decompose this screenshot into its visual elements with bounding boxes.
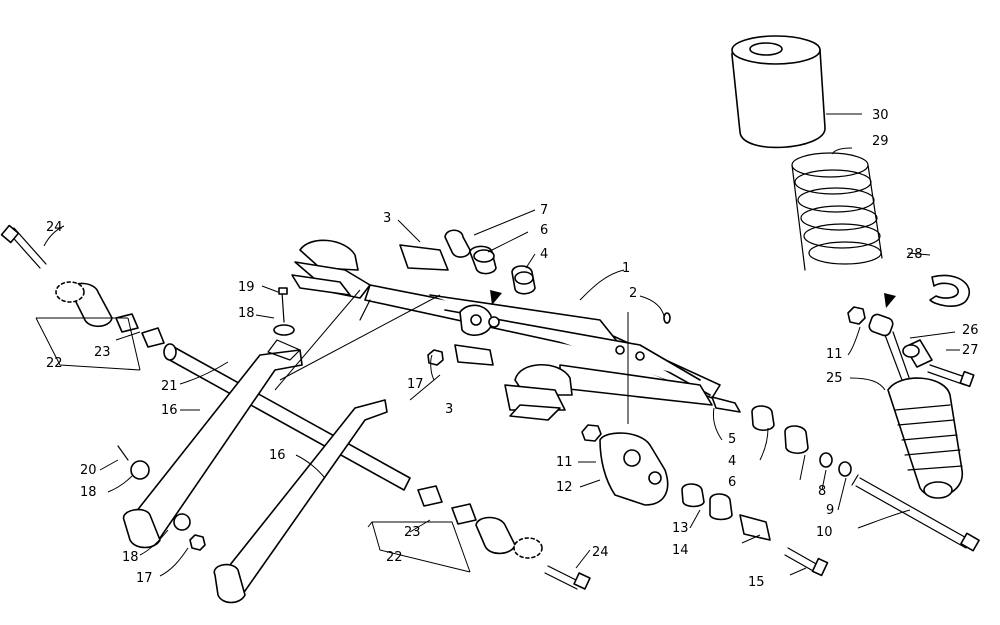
callout-21: 21 bbox=[161, 379, 178, 394]
callout-17: 17 bbox=[136, 571, 153, 586]
direction-arrow bbox=[490, 290, 502, 305]
callout-18: 18 bbox=[238, 306, 255, 321]
spring-clip bbox=[929, 274, 971, 307]
leader-lines bbox=[35, 113, 960, 577]
callout-7: 7 bbox=[540, 203, 548, 218]
callout-22: 22 bbox=[386, 550, 403, 565]
callout-27: 27 bbox=[962, 343, 979, 358]
direction-arrow bbox=[884, 293, 896, 308]
callout-28: 28 bbox=[906, 247, 923, 262]
callout-1: 1 bbox=[622, 261, 630, 276]
lower-bracket bbox=[581, 424, 669, 506]
callout-19: 19 bbox=[238, 280, 255, 295]
callout-29: 29 bbox=[872, 134, 889, 149]
right-end-hardware bbox=[417, 485, 591, 590]
callout-4: 4 bbox=[540, 247, 548, 262]
callout-2: 2 bbox=[629, 286, 637, 301]
cross-shaft bbox=[163, 343, 411, 491]
callout-16: 16 bbox=[161, 403, 178, 418]
callout-12: 12 bbox=[556, 480, 573, 495]
lower-right-bushings bbox=[663, 312, 852, 477]
callout-labels: 1 2 3 3 4 4 5 6 6 7 8 9 10 11 11 12 13 1… bbox=[46, 108, 979, 590]
shock-hardware bbox=[847, 306, 975, 388]
left-end-hardware bbox=[0, 224, 165, 348]
callout-3: 3 bbox=[445, 402, 453, 417]
spacer-bolt-set bbox=[681, 483, 829, 577]
callout-17: 17 bbox=[407, 377, 424, 392]
callout-8: 8 bbox=[818, 484, 826, 499]
callout-24: 24 bbox=[592, 545, 609, 560]
callout-4: 4 bbox=[728, 454, 736, 469]
callout-18: 18 bbox=[122, 550, 139, 565]
callout-14: 14 bbox=[672, 543, 689, 558]
shock-absorber bbox=[868, 313, 963, 499]
callout-23: 23 bbox=[404, 525, 421, 540]
callout-20: 20 bbox=[80, 463, 97, 478]
shock-boot bbox=[731, 35, 826, 149]
callout-30: 30 bbox=[872, 108, 889, 123]
callout-23: 23 bbox=[94, 345, 111, 360]
small-hardware bbox=[117, 287, 444, 551]
suspension-rails bbox=[122, 339, 388, 604]
callout-10: 10 bbox=[816, 525, 833, 540]
callout-16: 16 bbox=[269, 448, 286, 463]
callout-25: 25 bbox=[826, 371, 843, 386]
callout-11: 11 bbox=[556, 455, 573, 470]
callout-6: 6 bbox=[728, 475, 736, 490]
coil-spring bbox=[791, 152, 883, 271]
callout-13: 13 bbox=[672, 521, 689, 536]
callout-15: 15 bbox=[748, 575, 765, 590]
callout-18: 18 bbox=[80, 485, 97, 500]
callout-26: 26 bbox=[962, 323, 979, 338]
long-bolt bbox=[851, 474, 980, 552]
callout-11: 11 bbox=[826, 347, 843, 362]
upper-bushings bbox=[444, 229, 536, 295]
callout-6: 6 bbox=[540, 223, 548, 238]
callout-9: 9 bbox=[826, 503, 834, 518]
callout-24: 24 bbox=[46, 220, 63, 235]
callout-22: 22 bbox=[46, 356, 63, 371]
callout-5: 5 bbox=[728, 432, 736, 447]
arm-pivot-brackets bbox=[291, 239, 573, 421]
callout-3: 3 bbox=[383, 211, 391, 226]
